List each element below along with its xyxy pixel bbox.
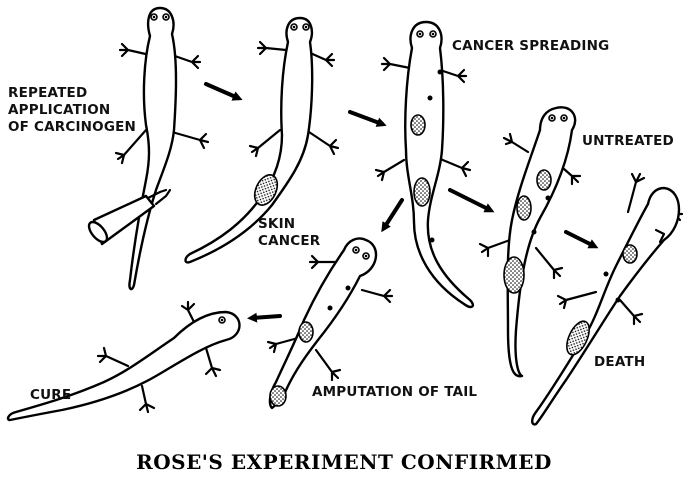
label-skin-cancer: SKIN CANCER <box>258 216 320 250</box>
label-amputation: AMPUTATION OF TAIL <box>312 384 478 400</box>
lizard-healthy <box>114 6 210 291</box>
label-cancer-spreading: CANCER SPREADING <box>452 38 610 54</box>
arrow-3-to-4 <box>448 188 495 213</box>
brush-icon <box>87 188 172 246</box>
label-repeated-line3: OF CARCINOGEN <box>8 119 137 135</box>
lizard-cured <box>6 300 241 422</box>
lizard-skin-cancer <box>184 16 340 264</box>
arrow-6-to-7 <box>247 312 282 323</box>
arrow-2-to-3 <box>348 110 387 127</box>
page-title: ROSE'S EXPERIMENT CONFIRMED <box>136 450 552 474</box>
lizard-cancer-spreading <box>374 20 475 309</box>
label-repeated-application: REPEATED APPLICATION OF CARCINOGEN <box>8 85 136 136</box>
arrow-3-to-6 <box>381 198 404 233</box>
lizard-amputated <box>266 237 394 410</box>
label-repeated-line1: REPEATED <box>8 85 88 101</box>
label-death: DEATH <box>594 354 646 370</box>
label-skin-cancer-line2: CANCER <box>258 233 321 249</box>
arrow-1-to-2 <box>204 82 243 101</box>
label-repeated-line2: APPLICATION <box>8 102 111 118</box>
label-skin-cancer-line1: SKIN <box>258 216 296 232</box>
lizard-dead <box>531 172 684 426</box>
label-untreated: UNTREATED <box>582 133 674 149</box>
lizard-untreated <box>478 106 582 378</box>
flow-arrows <box>204 82 599 323</box>
label-cure: CURE <box>30 387 72 403</box>
arrow-4-to-5 <box>564 230 599 249</box>
